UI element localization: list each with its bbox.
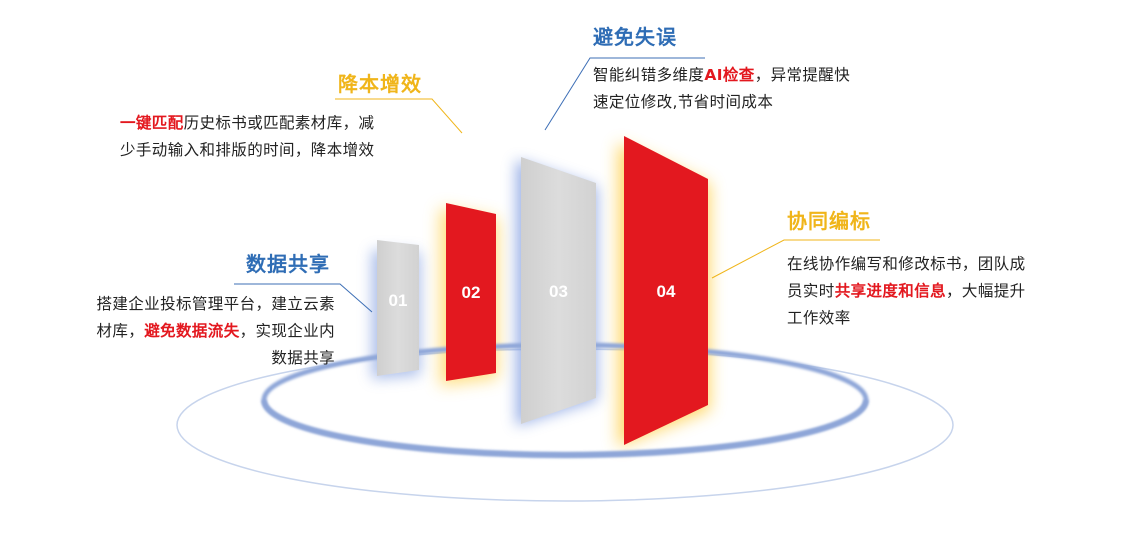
description-text: ，大幅提升 (946, 282, 1026, 300)
description-text: 材库， (96, 322, 145, 340)
description-text: 智能纠错多维度 (593, 66, 705, 84)
description-line: 材库，避免数据流失，实现企业内 (40, 318, 335, 345)
highlight-text: 共享进度和信息 (834, 282, 947, 300)
description-text: 工作效率 (787, 309, 851, 327)
description-line: 一键匹配历史标书或匹配素材库，减 (120, 110, 455, 137)
description-line: 速定位修改,节省时间成本 (593, 89, 923, 116)
description-line: 智能纠错多维度AI检查，异常提醒快 (593, 62, 923, 89)
pillar-02-number: 02 (461, 283, 481, 302)
item-03-title: 避免失误 (593, 25, 677, 49)
item-02-description: 一键匹配历史标书或匹配素材库，减少手动输入和排版的时间，降本增效 (120, 110, 455, 164)
leader-line-02 (335, 98, 463, 134)
description-text: 搭建企业投标管理平台，建立云素 (96, 295, 335, 313)
highlight-text: 一键匹配 (120, 114, 184, 132)
highlight-text: 避免数据流失 (144, 322, 240, 340)
description-text: 历史标书或匹配素材库，减 (183, 114, 375, 132)
pillar-02 (446, 203, 496, 381)
highlight-text: AI检查 (704, 66, 755, 84)
pillar-01 (377, 240, 419, 376)
item-01-title: 数据共享 (246, 252, 330, 276)
description-text: 少手动输入和排版的时间，降本增效 (120, 141, 375, 159)
description-text: 员实时 (787, 282, 835, 300)
description-line: 少手动输入和排版的时间，降本增效 (120, 137, 455, 164)
description-line: 搭建企业投标管理平台，建立云素 (40, 291, 335, 318)
description-line: 员实时共享进度和信息，大幅提升 (787, 278, 1087, 305)
item-03-description: 智能纠错多维度AI检查，异常提醒快速定位修改,节省时间成本 (593, 62, 923, 116)
pillar-03 (521, 157, 596, 424)
item-02-title: 降本增效 (338, 72, 422, 96)
pillar-04-number: 04 (656, 282, 676, 301)
pillar-01-number: 01 (388, 291, 408, 310)
main-ring-front (261, 399, 869, 458)
leader-line-01 (234, 283, 373, 313)
item-04-title: 协同编标 (787, 209, 871, 233)
leader-line-04 (711, 239, 880, 279)
description-line: 在线协作编写和修改标书，团队成 (787, 251, 1087, 278)
description-text: 数据共享 (271, 349, 335, 367)
description-text: ，异常提醒快 (754, 66, 851, 84)
pillar-04 (624, 136, 708, 445)
item-01-description: 搭建企业投标管理平台，建立云素材库，避免数据流失，实现企业内数据共享 (40, 291, 335, 372)
item-04-description: 在线协作编写和修改标书，团队成员实时共享进度和信息，大幅提升工作效率 (787, 251, 1087, 332)
pillar-03-number: 03 (549, 282, 568, 301)
description-text: ，实现企业内 (239, 322, 335, 340)
description-line: 工作效率 (787, 305, 1087, 332)
leader-line-03 (544, 57, 705, 131)
description-text: 在线协作编写和修改标书，团队成 (787, 255, 1026, 273)
description-text: 速定位修改,节省时间成本 (593, 93, 774, 111)
description-line: 数据共享 (40, 345, 335, 372)
